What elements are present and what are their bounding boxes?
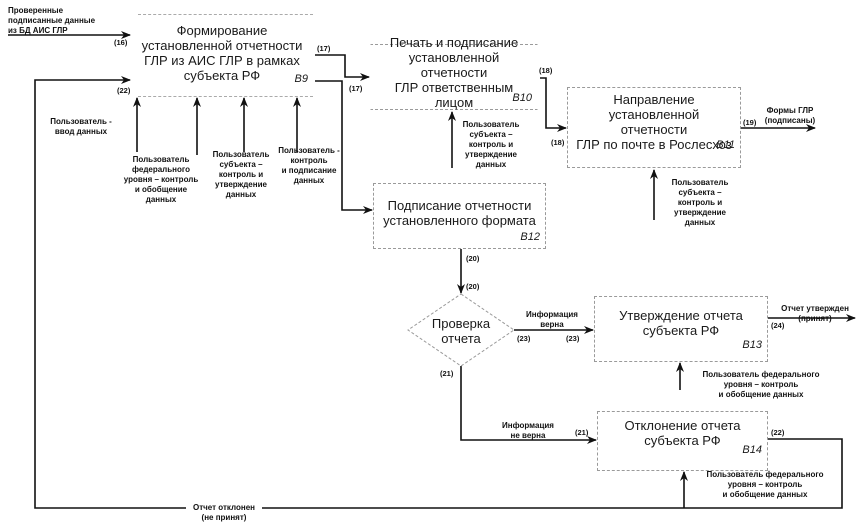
block-b13-code: B13 bbox=[742, 339, 762, 351]
mech-label-b9-3: Пользователь субъекта – контроль и утвер… bbox=[212, 150, 270, 199]
branch-true-label: Информация верна bbox=[526, 310, 578, 329]
branch-false-label: Информация не верна bbox=[502, 421, 554, 440]
block-b13: Утверждение отчета субъекта РФ B13 bbox=[594, 296, 768, 362]
arrow-number-23b: (23) bbox=[566, 334, 580, 343]
mech-label-b10: Пользователь субъекта – контроль и утвер… bbox=[462, 120, 520, 169]
arrow-17 bbox=[315, 54, 370, 81]
mech-label-b13: Пользователь федерального уровня – контр… bbox=[702, 370, 820, 399]
block-b9-code: B9 bbox=[294, 73, 308, 85]
block-b12-title: Подписание отчетности установленного фор… bbox=[383, 198, 536, 228]
block-b14-code: B14 bbox=[742, 444, 762, 456]
block-b14-title: Отклонение отчета субъекта РФ bbox=[624, 418, 741, 448]
mech-label-b9-1: Пользователь - ввод данных bbox=[50, 117, 112, 136]
block-b10: Печать и подписание установленной отчетн… bbox=[370, 35, 538, 110]
arrow-number-17a: (17) bbox=[317, 44, 331, 53]
block-b9-title: Формирование установленной отчетности ГЛ… bbox=[141, 23, 303, 83]
output-label-b13: Отчет утвержден (принят) bbox=[781, 304, 849, 323]
block-b13-title: Утверждение отчета субъекта РФ bbox=[619, 308, 743, 338]
arrow-number-17b: (17) bbox=[349, 84, 363, 93]
block-b12: Подписание отчетности установленного фор… bbox=[373, 183, 546, 249]
arrow-number-18a: (18) bbox=[539, 66, 553, 75]
mech-label-b11: Пользователь субъекта – контроль и утвер… bbox=[671, 178, 729, 227]
arrow-number-18b: (18) bbox=[551, 138, 565, 147]
arrow-number-22b: (22) bbox=[771, 428, 785, 437]
rejected-feedback-label: Отчет отклонен (не принят) bbox=[186, 503, 262, 523]
block-b9: Формирование установленной отчетности ГЛ… bbox=[130, 14, 314, 96]
input-label: Проверенные подписанные данные из БД АИС… bbox=[8, 6, 96, 35]
decision-label: Проверка отчета bbox=[431, 316, 491, 346]
block-b10-title: Печать и подписание установленной отчетн… bbox=[389, 34, 519, 110]
arrow-number-21a: (21) bbox=[440, 369, 454, 378]
block-b9-top-border bbox=[138, 14, 313, 15]
block-b11-title: Направление установленной отчетности ГЛР… bbox=[576, 91, 732, 152]
output-label-b11: Формы ГЛР (подписаны) bbox=[764, 106, 816, 125]
block-b11-code: B11 bbox=[716, 139, 735, 151]
block-b11: Направление установленной отчетности ГЛР… bbox=[567, 87, 741, 168]
arrow-18 bbox=[540, 77, 567, 132]
arrow-b9-b12 bbox=[315, 80, 373, 214]
decision-diamond bbox=[407, 293, 515, 367]
arrow-number-21b: (21) bbox=[575, 428, 589, 437]
mech-label-b14: Пользователь федерального уровня – контр… bbox=[706, 470, 824, 499]
mech-label-b9-4: Пользователь - контроль и подписание дан… bbox=[278, 146, 340, 185]
arrow-number-20b: (20) bbox=[466, 282, 480, 291]
arrow-number-24: (24) bbox=[771, 321, 785, 330]
arrow-number-19: (19) bbox=[743, 118, 757, 127]
arrow-number-23a: (23) bbox=[517, 334, 531, 343]
arrow-21 bbox=[460, 366, 597, 444]
arrow-number-22a: (22) bbox=[117, 86, 131, 95]
arrow-22-feedback bbox=[34, 76, 843, 509]
arrow-number-16: (16) bbox=[114, 38, 128, 47]
mech-label-b9-2: Пользователь федерального уровня – контр… bbox=[123, 155, 199, 204]
block-b9-bottom-border bbox=[138, 96, 313, 97]
arrow-number-20a: (20) bbox=[466, 254, 480, 263]
block-b12-code: B12 bbox=[520, 231, 540, 243]
block-b14: Отклонение отчета субъекта РФ B14 bbox=[597, 411, 768, 471]
block-b10-code: B10 bbox=[512, 92, 532, 104]
